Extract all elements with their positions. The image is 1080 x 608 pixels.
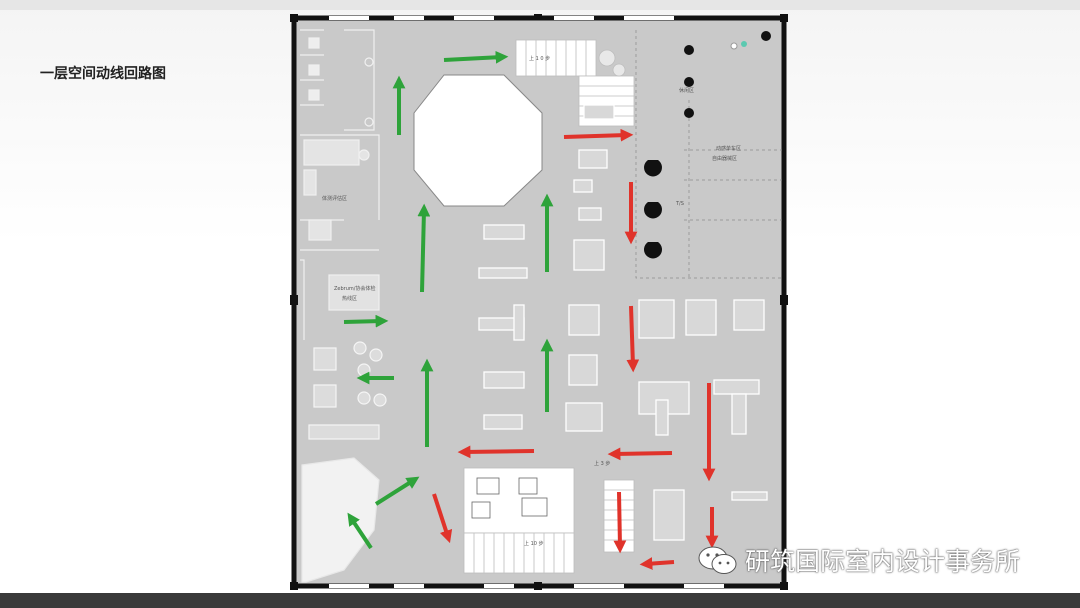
label-zone-small: 休闲区 (679, 87, 694, 94)
spin-bikes (644, 31, 771, 259)
red-flow-arrows (432, 128, 719, 570)
label-stair-bottom: 上 10 步 (524, 540, 544, 547)
watermark: 研筑国际室内设计事务所 (697, 540, 1020, 580)
slide-title: 一层空间动线回路图 (40, 66, 166, 82)
label-zone-mid: 自由器械区 (712, 155, 737, 162)
reception-desk (328, 274, 380, 311)
label-left-room: 体测评估区 (322, 195, 347, 202)
left-rooms (300, 29, 380, 340)
label-zone-center: T/S (675, 201, 684, 207)
wechat-icon (698, 546, 737, 574)
label-desk-line1: Zebrum/协会体检 (334, 285, 375, 292)
label-desk-line2: 热线区 (342, 295, 357, 302)
lounge-furniture (301, 341, 387, 583)
window-ticks (329, 16, 724, 588)
green-flow-arrows (343, 50, 554, 550)
wall-columns (290, 14, 788, 590)
spin-zone (635, 30, 782, 279)
floor-plan: 体测评估区 Zebrum/协会体检 热线区 上 1 0 步 (290, 14, 788, 590)
bottom-band (0, 593, 1080, 608)
watermark-text: 研筑国际室内设计事务所 (745, 547, 1021, 576)
top-band (0, 0, 1080, 10)
label-stair-right: 上 3 步 (594, 460, 610, 467)
gym-equipment (478, 104, 768, 541)
octagon-studio (413, 74, 543, 207)
label-zone-upper: 动感单车区 (716, 145, 741, 152)
label-stair-top: 上 1 0 步 (529, 55, 550, 62)
